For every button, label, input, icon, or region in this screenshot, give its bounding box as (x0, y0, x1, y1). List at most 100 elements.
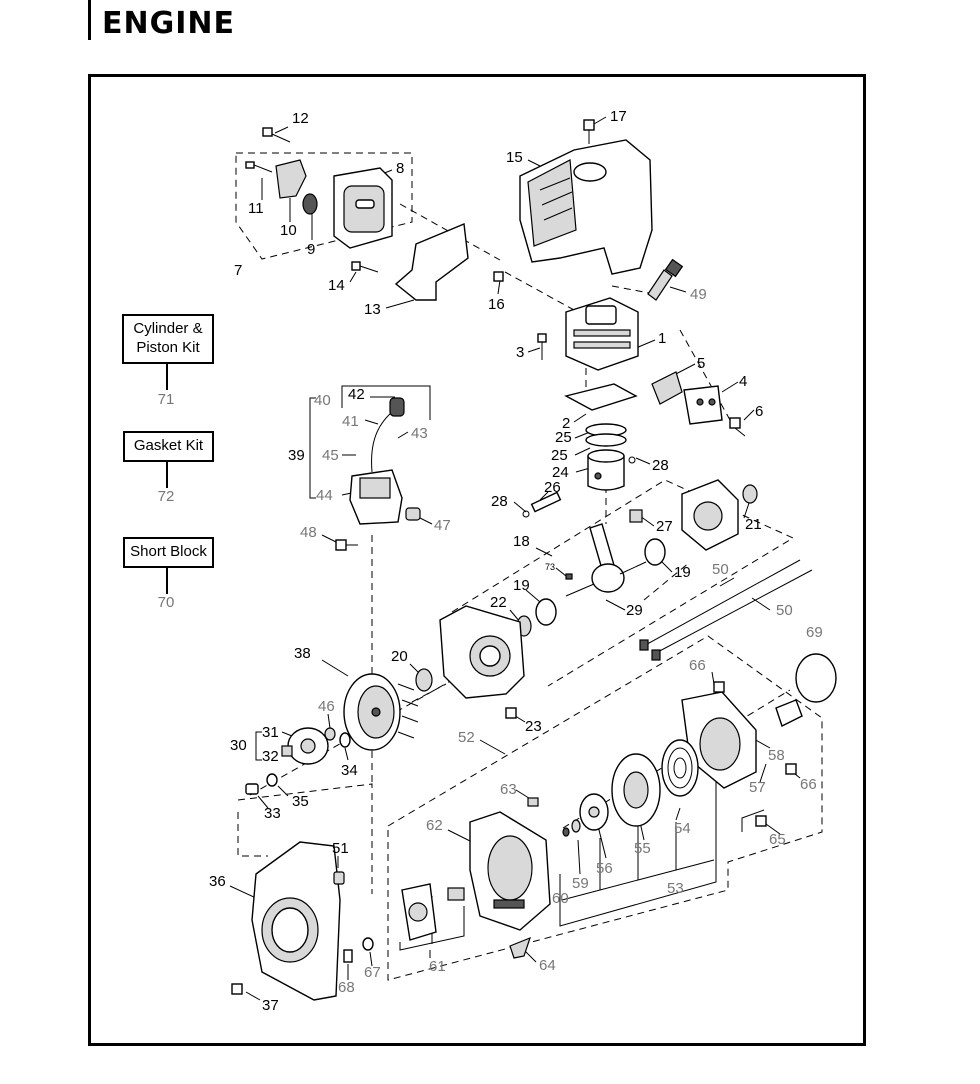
flywheel-cover-outline (237, 783, 373, 894)
bolt-dashed-link (504, 271, 575, 311)
heat-shield (394, 222, 469, 301)
washer-34 (339, 732, 351, 748)
screw-65 (755, 815, 767, 827)
washer-20 (415, 668, 433, 692)
piston-pin (530, 491, 562, 513)
crankcase-left (439, 605, 525, 699)
callout-24: 24 (552, 464, 569, 481)
callout-36: 36 (209, 873, 226, 890)
washer-46 (324, 727, 336, 741)
page-title: ENGINE (102, 6, 235, 41)
recoil-spring (661, 739, 699, 797)
ignition-coil (349, 397, 405, 525)
callout-13: 13 (364, 301, 381, 318)
callout-38: 38 (294, 645, 311, 662)
screw-66-right (785, 763, 797, 775)
bolt-37 (231, 983, 243, 995)
clutch-assembly (287, 727, 329, 765)
ignition-module (401, 883, 465, 941)
callout-51: 51 (332, 840, 349, 857)
callout-41: 41 (342, 413, 359, 430)
washer-67 (362, 937, 374, 951)
kit-label: Short Block (130, 543, 207, 560)
muffler-bolt-12 (262, 127, 291, 143)
decal-69 (795, 653, 837, 703)
pin-63 (527, 797, 539, 807)
callout-9: 9 (307, 241, 315, 258)
callout-58: 58 (768, 747, 785, 764)
cylinder-bolt-3 (537, 333, 547, 360)
cylinder-gasket (564, 383, 638, 411)
callout-21: 21 (745, 516, 762, 533)
callout-66-right: 66 (800, 776, 817, 793)
callout-27: 27 (656, 518, 673, 535)
washer-axis-link (411, 683, 447, 703)
callout-15: 15 (506, 149, 523, 166)
callout-20: 20 (391, 648, 408, 665)
callout-46: 46 (318, 698, 335, 715)
callout-47: 47 (434, 517, 451, 534)
callout-7: 7 (234, 262, 242, 279)
callout-68: 68 (338, 979, 355, 996)
callout-35: 35 (292, 793, 309, 810)
gasket-kit-box: Gasket Kit (123, 431, 214, 462)
cylinder (565, 297, 639, 371)
callout-54: 54 (674, 820, 691, 837)
callout-45: 45 (322, 447, 339, 464)
kit-number-71: 71 (157, 391, 175, 408)
callout-8: 8 (396, 160, 404, 177)
ignition-wires (639, 559, 813, 661)
callout-49: 49 (690, 286, 707, 303)
callout-62: 62 (426, 817, 443, 834)
diagram-frame (88, 74, 866, 1046)
callout-22: 22 (490, 594, 507, 611)
bearing-19-right (644, 538, 666, 566)
callout-19-right: 19 (674, 564, 691, 581)
callout-4: 4 (739, 373, 747, 390)
clutch-cover-outline (237, 812, 268, 857)
starter-pulley (611, 753, 661, 827)
circlip-right (628, 456, 636, 464)
callout-42: 42 (348, 386, 365, 403)
callout-10: 10 (280, 222, 297, 239)
callout-53: 53 (667, 880, 684, 897)
callout-48: 48 (300, 524, 317, 541)
screw-66-top (713, 681, 725, 693)
key-73 (565, 573, 573, 580)
kit-stem-72 (166, 462, 168, 488)
callout-28-left: 28 (491, 493, 508, 510)
piston-ring-bottom (585, 433, 627, 447)
callout-26: 26 (544, 479, 561, 496)
callout-28-right: 28 (652, 457, 669, 474)
short-block-box: Short Block (123, 537, 214, 568)
callout-34: 34 (341, 762, 358, 779)
fan-housing (469, 811, 551, 931)
callout-40: 40 (314, 392, 331, 409)
callout-59: 59 (572, 875, 589, 892)
callout-25-top: 25 (555, 429, 572, 446)
coil-washer-47 (405, 507, 421, 521)
callout-23: 23 (525, 718, 542, 735)
kit-label: Gasket Kit (133, 437, 204, 454)
callout-37: 37 (262, 997, 279, 1014)
callout-52: 52 (458, 729, 475, 746)
spark-arrestor (275, 159, 307, 199)
clutch-housing (251, 841, 341, 1001)
callout-67: 67 (364, 964, 381, 981)
muffler-group-outline (235, 152, 413, 260)
callout-12: 12 (292, 110, 309, 127)
callout-30: 30 (230, 737, 247, 754)
callout-14: 14 (328, 277, 345, 294)
kit-stem-71 (166, 364, 168, 390)
callout-1: 1 (658, 330, 666, 347)
grip-64 (509, 936, 531, 959)
muffler-screen (302, 193, 318, 215)
bearing-19-left (535, 598, 557, 626)
callout-60: 60 (552, 890, 569, 907)
callout-55: 55 (634, 840, 651, 857)
cylinder-side-link (679, 329, 731, 421)
cylinder-piston-kit-box: Cylinder & Piston Kit (122, 314, 214, 364)
short-block-outline (451, 479, 795, 687)
flywheel (343, 673, 419, 751)
callout-63: 63 (500, 781, 517, 798)
